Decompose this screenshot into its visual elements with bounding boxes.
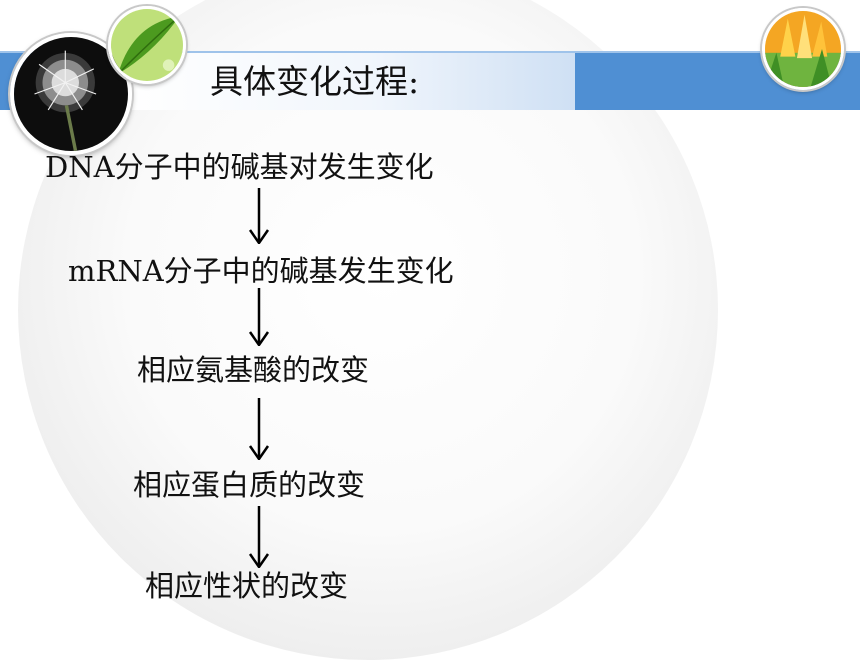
flow-step-mrna: mRNA分子中的碱基发生变化 [68,254,454,288]
flow-step-trait: 相应性状的改变 [145,569,349,603]
arrow-down-icon [248,398,270,460]
slide-title: 具体变化过程: [210,62,420,101]
flow-step-dna: DNA分子中的碱基对发生变化 [45,150,434,184]
header-top-stripe [0,51,860,53]
background-circle [18,0,718,660]
arrow-down-icon [248,188,270,244]
arrow-down-icon [248,506,270,568]
flow-step-amino-acid: 相应氨基酸的改变 [137,353,370,387]
header-title-panel [120,53,575,110]
flow-step-protein: 相应蛋白质的改变 [133,468,366,502]
green-leaf-photo-icon [108,6,186,84]
arrow-down-icon [248,288,270,346]
orange-flower-photo-icon [762,8,844,90]
